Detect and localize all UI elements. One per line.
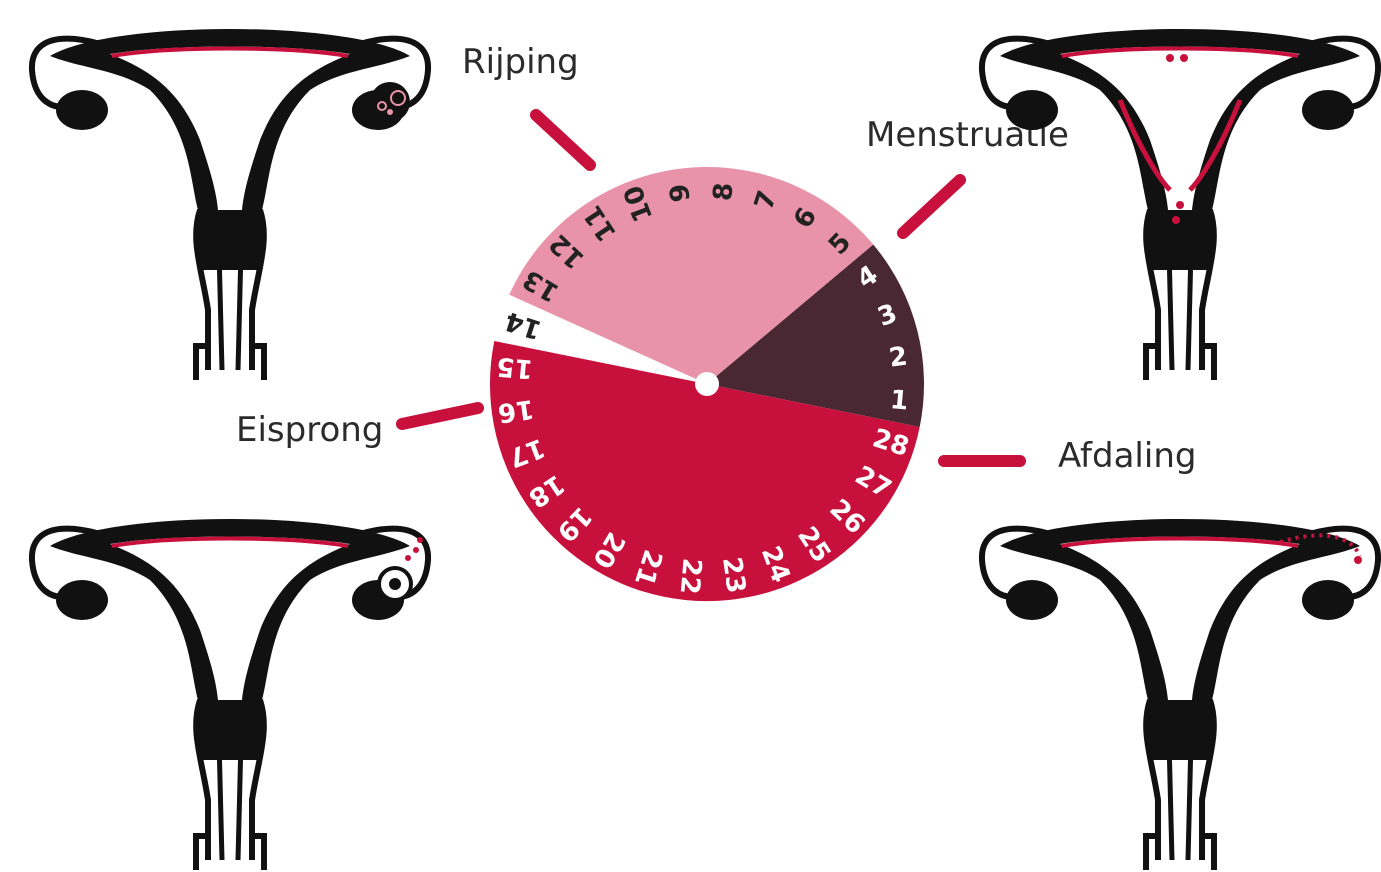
day-label-16: 16 <box>496 393 536 428</box>
connector-eisprong <box>402 408 478 424</box>
uterus-rijping-illustration <box>32 29 428 380</box>
connector-menstruatie <box>903 180 960 233</box>
day-label-15: 15 <box>495 351 534 384</box>
day-label-1: 1 <box>889 385 910 416</box>
wheel-center-hole <box>695 372 719 396</box>
day-label-22: 22 <box>674 557 707 596</box>
uterus-eisprong-illustration <box>32 519 428 870</box>
uterus-afdaling-illustration <box>982 519 1378 870</box>
uterus-menstruatie-illustration <box>982 29 1378 380</box>
day-label-8: 8 <box>708 181 739 202</box>
day-label-23: 23 <box>716 555 751 595</box>
connector-rijping <box>536 115 590 165</box>
